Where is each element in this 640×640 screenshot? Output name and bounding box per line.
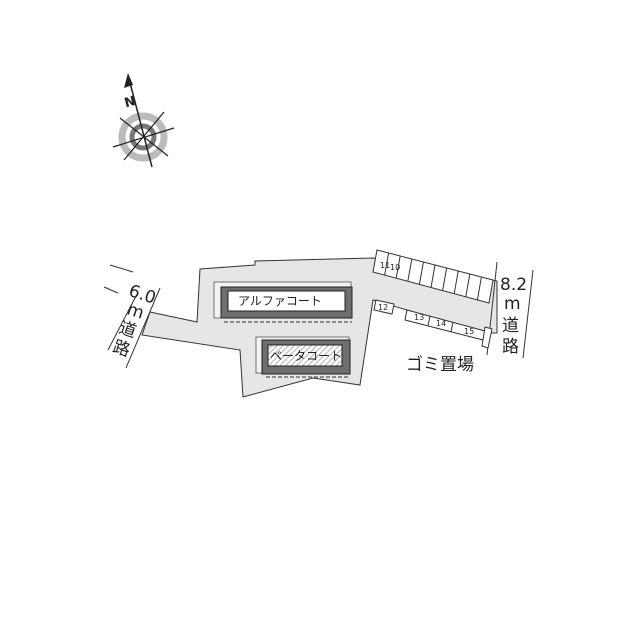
- stall-divider: [407, 258, 413, 282]
- svg-text:道: 道: [502, 316, 519, 336]
- stall-divider: [418, 261, 424, 285]
- garbage-area-label: ゴミ置場: [406, 354, 474, 375]
- stall-15: 15: [464, 327, 474, 336]
- road-left-label: 6.0 m 道 路: [110, 281, 158, 361]
- svg-text:8.2: 8.2: [500, 275, 527, 295]
- building-beta-label: ベータコート: [270, 349, 342, 363]
- stall-11: 11: [380, 261, 390, 270]
- stall-14: 14: [436, 319, 446, 328]
- parking-lower: [373, 299, 493, 349]
- parking-upper: [372, 249, 494, 304]
- svg-text:m: m: [504, 294, 521, 314]
- stall-13: 13: [414, 313, 424, 322]
- svg-text:m: m: [124, 300, 146, 324]
- svg-text:道: 道: [116, 318, 138, 342]
- stall-divider: [430, 264, 436, 288]
- stall-divider: [442, 267, 448, 291]
- compass-icon: N: [112, 73, 175, 168]
- north-label: N: [123, 94, 137, 111]
- stall-10: 10: [390, 263, 400, 272]
- building-alpha-label: アルファコート: [238, 294, 322, 308]
- building-beta[interactable]: ベータコート: [255, 336, 351, 378]
- stall-divider: [453, 270, 459, 294]
- building-alpha[interactable]: アルファコート: [213, 281, 353, 323]
- stall-divider: [476, 276, 482, 300]
- svg-text:路: 路: [502, 337, 519, 357]
- stall-divider: [384, 252, 390, 276]
- svg-text:路: 路: [110, 337, 132, 361]
- road-right-label: 8.2 m 道 路: [500, 275, 527, 357]
- stall-divider: [465, 273, 471, 297]
- stall-divider: [395, 255, 401, 279]
- stall-12: 12: [378, 303, 388, 312]
